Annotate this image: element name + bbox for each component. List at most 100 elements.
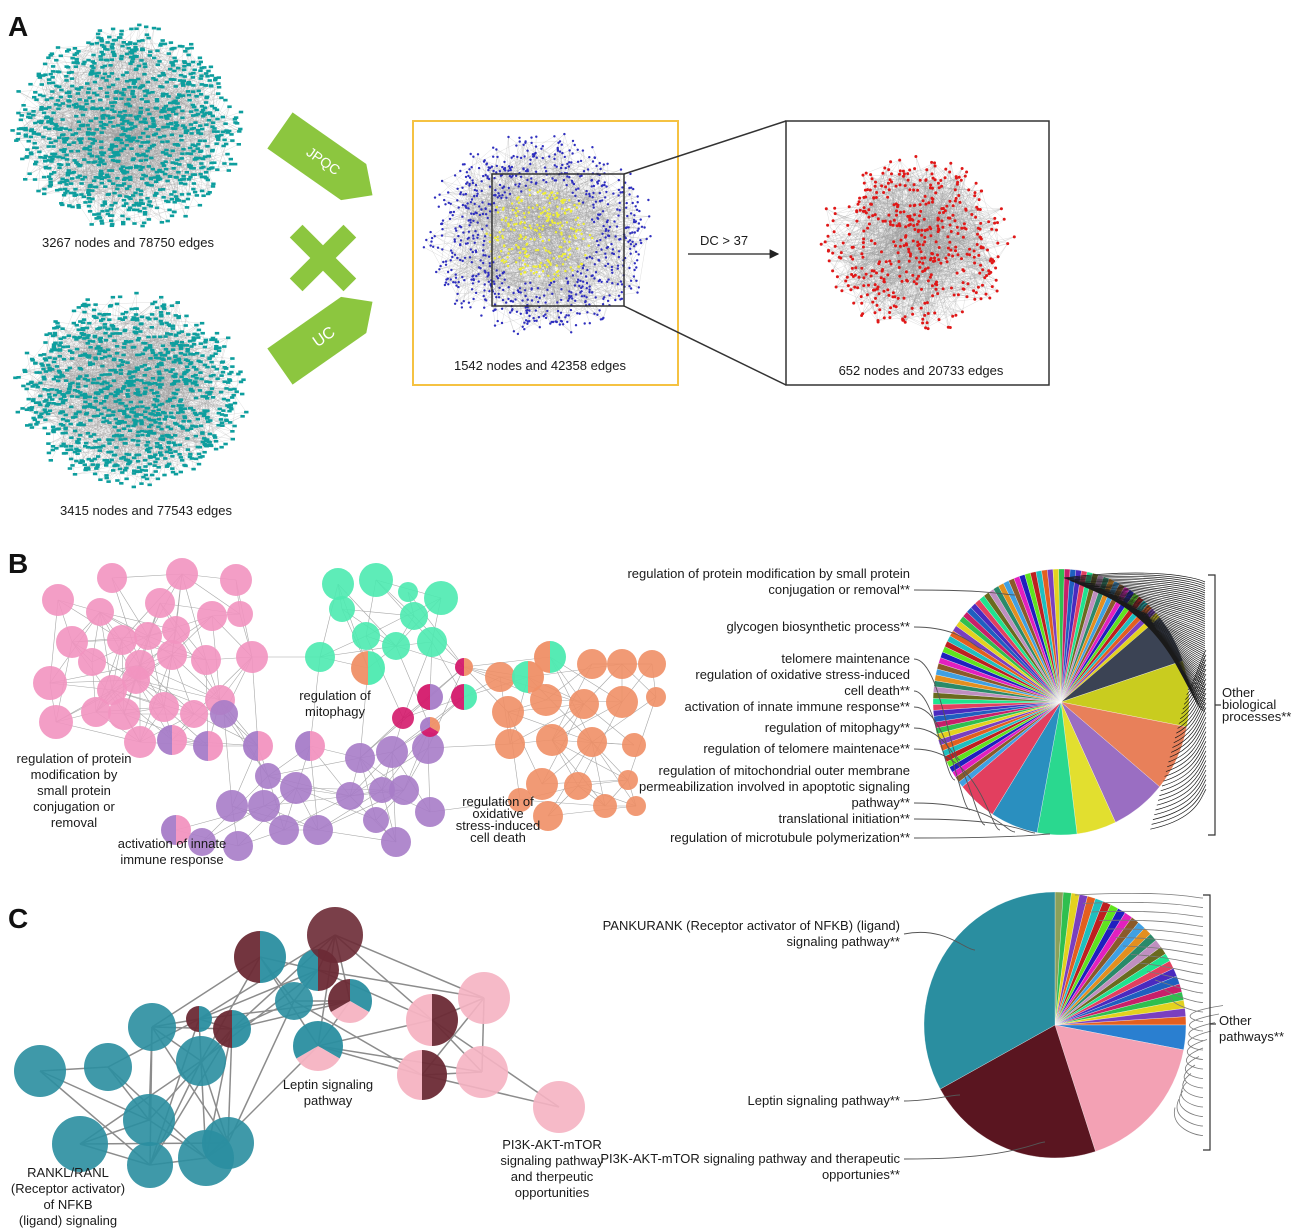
network-node — [78, 433, 83, 437]
inner-network-node — [567, 256, 570, 259]
network-node — [95, 463, 100, 467]
magenta-term-node — [392, 707, 414, 729]
core-network-node — [819, 242, 823, 246]
network-node — [145, 108, 150, 112]
network-node — [41, 74, 46, 77]
inner-network-node — [541, 239, 544, 243]
outer-network-node — [562, 178, 566, 182]
network-node — [143, 94, 148, 98]
network-node — [121, 204, 126, 208]
outer-network-node — [522, 143, 525, 146]
inner-network-node — [568, 247, 572, 250]
network-node — [97, 312, 102, 316]
network-node — [214, 367, 219, 371]
network-node — [85, 342, 90, 345]
jpqc-arrow-shape — [267, 112, 373, 201]
green-term-node — [382, 632, 410, 660]
network-node — [138, 400, 143, 404]
network-node — [135, 338, 141, 342]
network-node — [86, 204, 92, 208]
outer-network-node — [608, 294, 611, 297]
network-node — [42, 400, 47, 403]
network-node — [135, 405, 140, 409]
network-node — [106, 75, 112, 78]
network-node — [109, 450, 114, 454]
network-node — [191, 71, 196, 75]
network-node — [206, 444, 211, 447]
outer-network-node — [492, 280, 495, 283]
network-node — [118, 390, 123, 393]
network-node — [77, 105, 82, 108]
network-node — [61, 150, 67, 154]
outer-network-node — [512, 330, 516, 333]
network-node — [113, 394, 118, 398]
orange-term-node — [536, 724, 568, 756]
outer-network-node — [455, 229, 458, 232]
inner-network-node — [547, 238, 551, 242]
network-node — [214, 345, 219, 348]
network-node — [111, 469, 116, 472]
core-network-node — [943, 176, 947, 180]
network-node — [183, 377, 188, 381]
network-node — [138, 136, 143, 139]
network-node — [162, 307, 167, 310]
network-node — [54, 125, 59, 128]
core-network-node — [915, 282, 918, 286]
network-node — [210, 336, 216, 340]
network-node — [93, 439, 98, 443]
network-node — [117, 435, 122, 438]
network-node — [24, 387, 29, 391]
network-node — [144, 141, 150, 144]
network-node — [182, 75, 187, 78]
network-node — [150, 351, 155, 355]
network-node — [125, 119, 130, 123]
core-network-node — [972, 289, 976, 293]
zoom-line-top — [623, 120, 787, 175]
outer-network-node — [636, 195, 639, 198]
network-node — [172, 190, 177, 194]
core-network-node — [918, 214, 921, 218]
inner-network-node — [519, 222, 522, 225]
network-node — [61, 424, 66, 427]
core-network-node — [979, 221, 983, 225]
outer-network-node — [568, 296, 572, 299]
outer-network-node — [565, 183, 568, 187]
core-network-node — [908, 218, 912, 222]
network-node — [134, 164, 139, 168]
network-node — [110, 222, 115, 226]
network-node — [92, 72, 98, 75]
outer-network-node — [593, 156, 596, 159]
network-node — [76, 50, 81, 53]
network-node — [128, 178, 133, 182]
inner-network-node — [500, 250, 503, 253]
network-node — [91, 53, 96, 57]
network-node — [125, 43, 130, 46]
inner-network-node — [510, 247, 514, 251]
network-node — [103, 185, 108, 188]
orange-term-node — [569, 689, 599, 719]
network-node — [157, 60, 162, 63]
network-node — [50, 157, 55, 161]
purple-term-node — [363, 807, 389, 833]
network-node — [131, 472, 137, 475]
core-network-node — [853, 285, 857, 289]
outer-network-node — [532, 154, 536, 158]
purple-term-node — [269, 815, 299, 845]
network-node — [85, 133, 91, 136]
outer-network-node — [588, 195, 591, 198]
network-node — [144, 33, 150, 37]
network-node — [92, 139, 97, 143]
network-node — [164, 450, 169, 454]
core-network-node — [949, 248, 953, 252]
network-node — [99, 124, 104, 128]
network-node — [152, 194, 158, 197]
core-network-node — [929, 183, 933, 187]
core-network-node — [990, 261, 994, 265]
network-node — [169, 436, 174, 439]
outer-network-node — [617, 214, 620, 217]
network-node — [194, 383, 199, 387]
mixed-term-node — [534, 641, 566, 673]
network-node — [211, 373, 216, 377]
network-node — [72, 194, 77, 197]
pathway-pie-label: PANKURANK (Receptor activator of NFKB) (… — [603, 918, 900, 949]
